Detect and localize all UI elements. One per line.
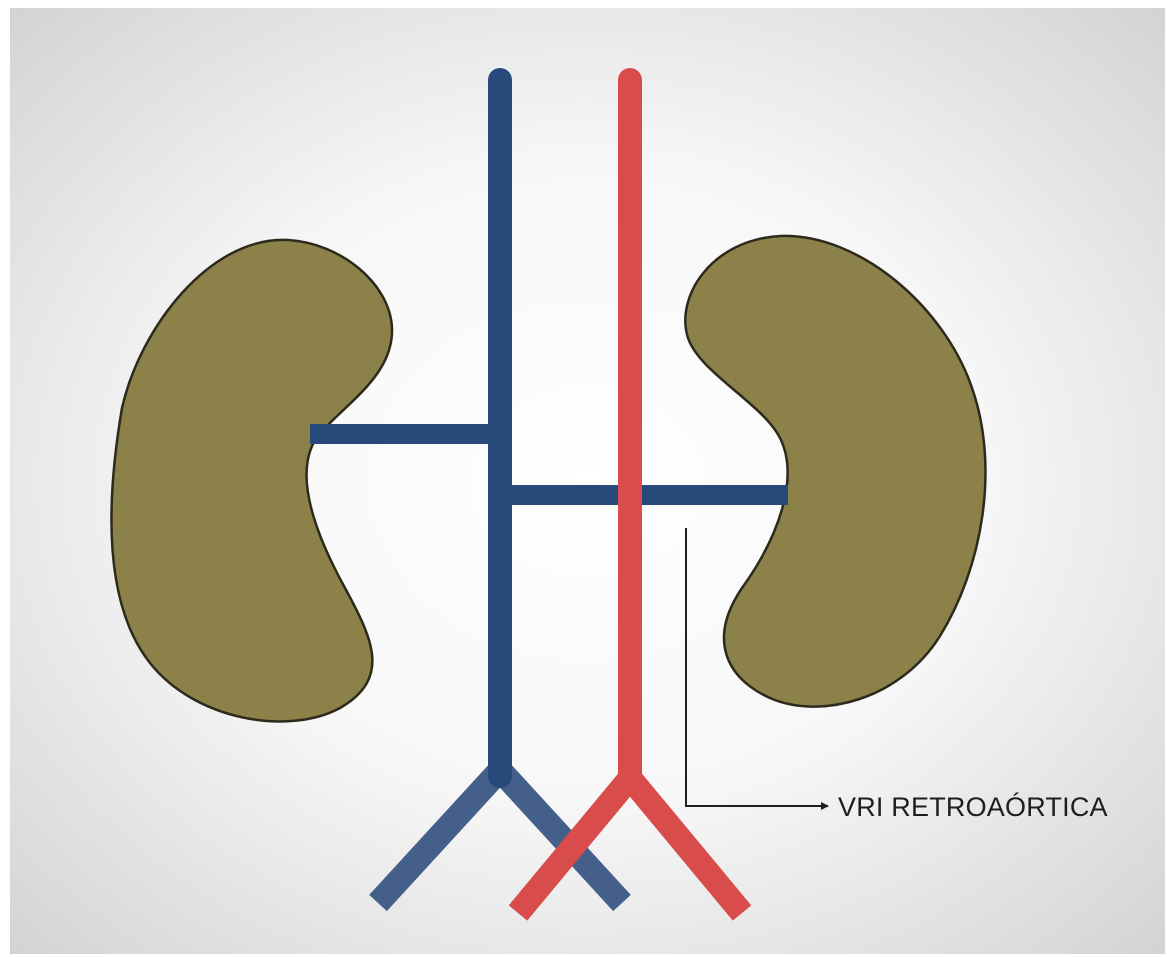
retroaortic-vein-diagram: VRI RETROAÓRTICA — [10, 8, 1165, 954]
retroaortic-vein-label: VRI RETROAÓRTICA — [838, 791, 1108, 822]
diagram-frame: VRI RETROAÓRTICA — [10, 8, 1165, 954]
